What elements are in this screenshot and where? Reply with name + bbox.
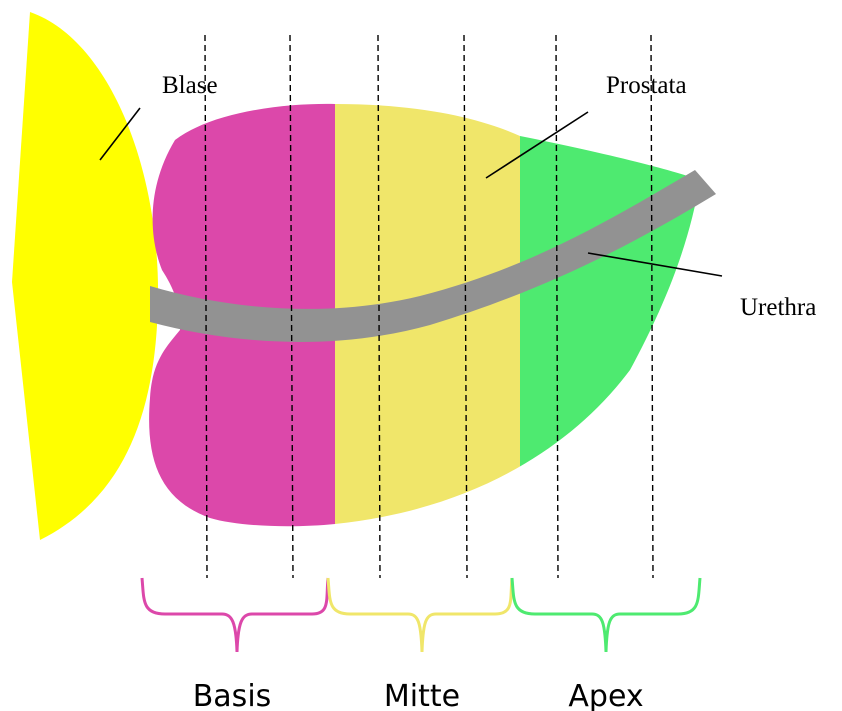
brace-base (140, 577, 330, 653)
zone-label-apex: Apex (568, 679, 643, 711)
cut-line (204, 34, 208, 579)
zone-apex-fill (520, 103, 701, 527)
cut-line (650, 34, 654, 579)
cut-line (463, 34, 468, 579)
brace-apex (510, 577, 702, 653)
label-urethra: Urethra (740, 294, 816, 321)
leader-line-prostate (485, 111, 589, 179)
label-prostate: Prostata (606, 72, 687, 99)
label-bladder: Blase (162, 72, 218, 99)
zone-label-middle: Mitte (384, 679, 460, 711)
cut-line (289, 34, 294, 579)
bladder-shape (12, 12, 159, 540)
zone-label-base: Basis (193, 679, 272, 711)
leader-line-urethra (587, 252, 723, 277)
leader-line-bladder (99, 107, 141, 161)
brace-middle (326, 577, 514, 653)
cut-line (377, 34, 381, 579)
cut-lines (204, 34, 654, 579)
cut-line (555, 34, 559, 579)
